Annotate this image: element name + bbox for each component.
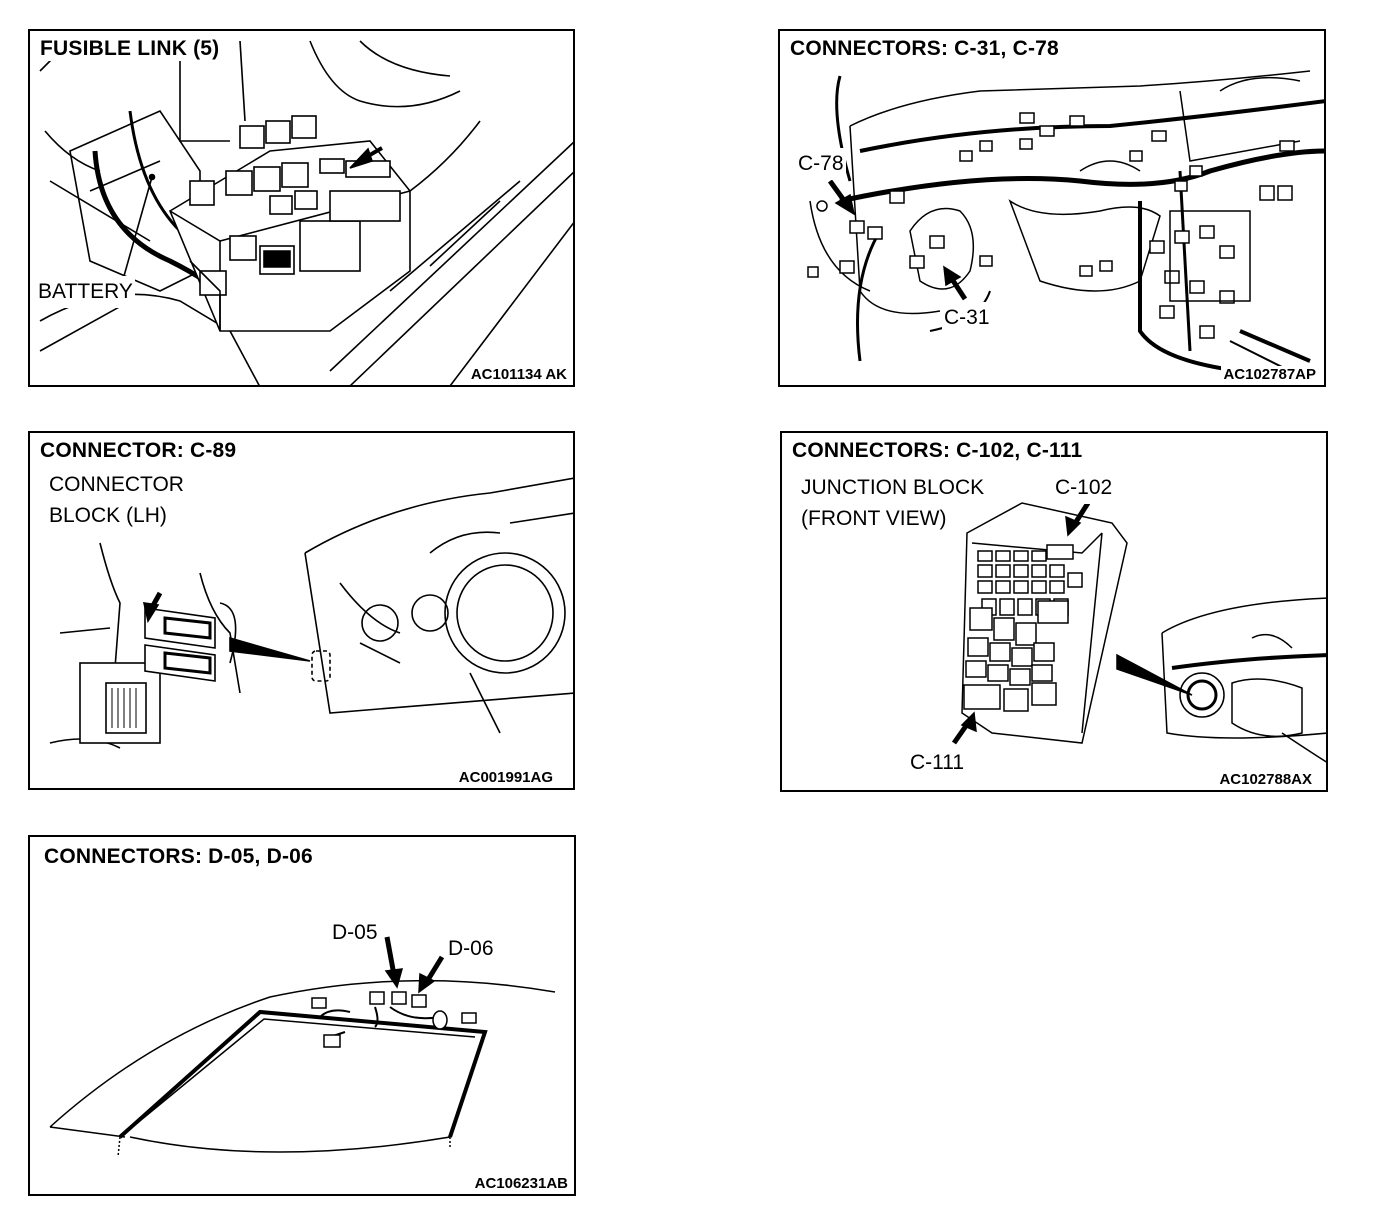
figure-code: AC102788AX bbox=[1217, 771, 1314, 788]
panel-title: FUSIBLE LINK (5) bbox=[38, 37, 222, 61]
panel-connectors-d05-d06: CONNECTORS: D-05, D-06 D-05 D-06 AC10623… bbox=[28, 835, 576, 1196]
battery-label: BATTERY bbox=[36, 276, 135, 308]
figure-code: AC101134 AK bbox=[468, 366, 569, 383]
panel-title: CONNECTORS: C-31, C-78 bbox=[788, 37, 1061, 61]
figure-code: AC001991AG bbox=[456, 769, 555, 786]
junction-block-label-line1: JUNCTION BLOCK bbox=[801, 476, 985, 499]
connector-block-illustration bbox=[49, 477, 573, 749]
panel-connector-c89: CONNECTOR: C-89 CONNECTOR BLOCK (LH) AC0… bbox=[28, 431, 575, 790]
d05-label: D-05 bbox=[330, 917, 380, 949]
junction-block-label-line2: (FRONT VIEW) bbox=[801, 507, 947, 530]
d06-label: D-06 bbox=[446, 933, 496, 965]
panel-connectors-c102-c111: CONNECTORS: C-102, C-111 JUNCTION BLOCK … bbox=[780, 431, 1328, 792]
c111-label: C-111 bbox=[908, 747, 967, 779]
figure-code: AC102787AP bbox=[1221, 366, 1318, 383]
roof-harness-illustration bbox=[49, 936, 556, 1158]
c31-label: C-31 bbox=[942, 302, 992, 334]
panel-connectors-c31-c78: CONNECTORS: C-31, C-78 C-78 C-31 AC10278… bbox=[778, 29, 1326, 387]
fusible-link-illustration bbox=[39, 40, 573, 385]
instrument-panel-harness-illustration bbox=[807, 70, 1324, 377]
connector-block-label-line1: CONNECTOR bbox=[49, 473, 184, 496]
panel-title: CONNECTORS: D-05, D-06 bbox=[42, 845, 315, 869]
panel-fusible-link: FUSIBLE LINK (5) BATTERY AC101134 AK bbox=[28, 29, 575, 387]
connector-block-label-line2: BLOCK (LH) bbox=[49, 504, 167, 527]
c78-label: C-78 bbox=[796, 148, 846, 180]
c102-label: C-102 bbox=[1053, 472, 1115, 504]
panel-title: CONNECTORS: C-102, C-111 bbox=[790, 439, 1085, 463]
panel-title: CONNECTOR: C-89 bbox=[38, 439, 239, 463]
figure-code: AC106231AB bbox=[472, 1175, 570, 1192]
junction-block-illustration bbox=[951, 501, 1326, 763]
